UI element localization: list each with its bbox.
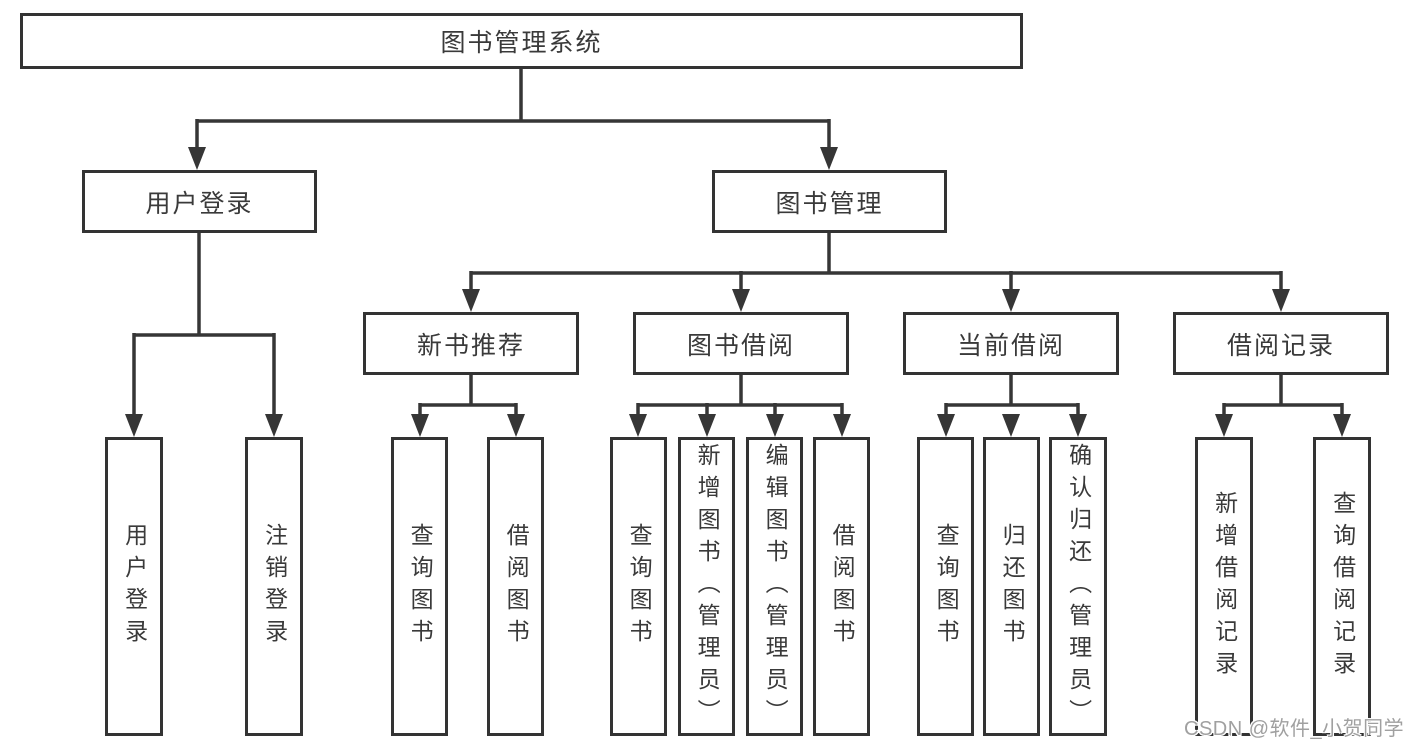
leaf-label: 借阅图书 [503, 522, 530, 651]
leaf-label: 用户登录 [121, 522, 148, 651]
leaf-add-borrow-record: 新增借阅记录 [1195, 437, 1253, 736]
leaf-borrow-books-borrowing: 借阅图书 [813, 437, 870, 736]
connector-shafts [132, 69, 1344, 419]
node-book-borrowing: 图书借阅 [633, 312, 849, 375]
node-label: 用户登录 [145, 189, 254, 218]
leaf-query-books-current: 查询图书 [917, 437, 974, 736]
node-label: 当前借阅 [956, 331, 1065, 360]
leaf-logout: 注销登录 [245, 437, 303, 736]
csdn-watermark: CSDN @软件_小贺同学 [1184, 718, 1405, 740]
leaf-label: 查询图书 [407, 522, 434, 651]
node-label: 图书借阅 [686, 331, 795, 360]
node-label: 图书管理 [775, 189, 884, 218]
arrowhead-icons [125, 147, 1351, 437]
node-current-borrowing: 当前借阅 [903, 312, 1119, 375]
node-label: 借阅记录 [1226, 331, 1335, 360]
node-label: 图书管理系统 [440, 29, 603, 57]
leaf-label: 查询借阅记录 [1329, 490, 1356, 683]
node-borrowing-records: 借阅记录 [1173, 312, 1389, 375]
leaf-label: 注销登录 [261, 522, 288, 651]
leaf-label: 新增图书（管理员） [694, 442, 721, 731]
node-label: 新书推荐 [416, 331, 525, 360]
leaf-label: 归还图书 [999, 522, 1026, 651]
leaf-add-book-admin: 新增图书（管理员） [678, 437, 735, 736]
leaf-return-books: 归还图书 [983, 437, 1040, 736]
leaf-query-books-recommend: 查询图书 [391, 437, 448, 736]
leaf-query-books-borrowing: 查询图书 [610, 437, 667, 736]
node-user-login: 用户登录 [82, 170, 317, 233]
leaf-label: 新增借阅记录 [1211, 490, 1238, 683]
leaf-label: 查询图书 [933, 522, 960, 651]
leaf-edit-book-admin: 编辑图书（管理员） [746, 437, 803, 736]
node-library-management-system: 图书管理系统 [20, 13, 1023, 69]
leaf-user-login: 用户登录 [105, 437, 163, 736]
leaf-label: 借阅图书 [829, 522, 856, 651]
node-new-book-recommendation: 新书推荐 [363, 312, 579, 375]
leaf-borrow-books-recommend: 借阅图书 [487, 437, 544, 736]
leaf-label: 查询图书 [626, 522, 653, 651]
node-book-management: 图书管理 [712, 170, 947, 233]
leaf-query-borrow-record: 查询借阅记录 [1313, 437, 1371, 736]
leaf-label: 确认归还（管理员） [1065, 442, 1092, 731]
leaf-confirm-return-admin: 确认归还（管理员） [1049, 437, 1107, 736]
leaf-label: 编辑图书（管理员） [762, 442, 789, 731]
